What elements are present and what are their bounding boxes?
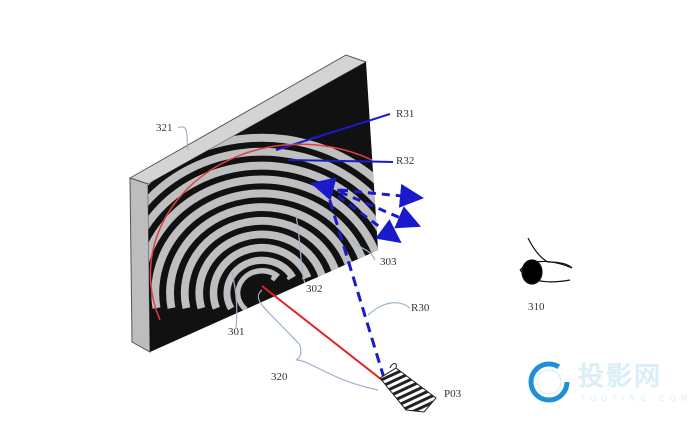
reflected-rays <box>310 177 424 244</box>
label-301: 301 <box>228 326 245 338</box>
ring-groove <box>217 251 304 310</box>
ring-groove <box>148 183 378 309</box>
label-302: 302 <box>306 283 323 295</box>
incident-ray <box>261 285 383 381</box>
ring-step <box>151 189 372 309</box>
reflector-panel <box>128 54 378 353</box>
ring-groove <box>173 211 349 309</box>
label-r30: R30 <box>411 302 430 314</box>
leader-lines <box>177 126 411 391</box>
label-303: 303 <box>380 256 397 268</box>
watermark-logo <box>528 361 570 403</box>
ring-groove <box>148 169 378 309</box>
label-p03: P03 <box>444 388 462 400</box>
ring-groove <box>230 263 289 310</box>
eye-icon <box>519 237 573 285</box>
label-r32: R32 <box>396 155 415 167</box>
ray-r30 <box>324 187 386 379</box>
label-310: 310 <box>528 301 545 313</box>
watermark-subtitle: TOUYING.COM <box>580 394 693 403</box>
watermark-title: 投影网 <box>578 362 663 392</box>
ring-step <box>180 216 342 309</box>
ring-step <box>148 175 378 309</box>
ring-step <box>166 203 357 309</box>
ring-groove <box>148 141 378 309</box>
ring-groove <box>203 238 319 309</box>
ring-groove <box>148 155 378 309</box>
ring-groove <box>188 224 334 309</box>
ring-step <box>195 230 327 310</box>
label-r31: R31 <box>396 108 415 120</box>
ring-step <box>235 268 280 312</box>
red-ring-highlight <box>149 143 373 321</box>
ray-r32 <box>287 159 394 163</box>
ring-groove <box>240 273 273 311</box>
ring-step <box>148 133 378 309</box>
watermark: 投影网 TOUYING.COM <box>530 362 690 408</box>
projector-p03 <box>379 363 437 413</box>
ring-groove <box>159 197 364 309</box>
ring-step <box>223 256 296 311</box>
ring-step <box>209 243 312 310</box>
panel-side-face <box>129 177 151 353</box>
label-321: 321 <box>156 122 173 134</box>
label-320: 320 <box>271 371 288 383</box>
